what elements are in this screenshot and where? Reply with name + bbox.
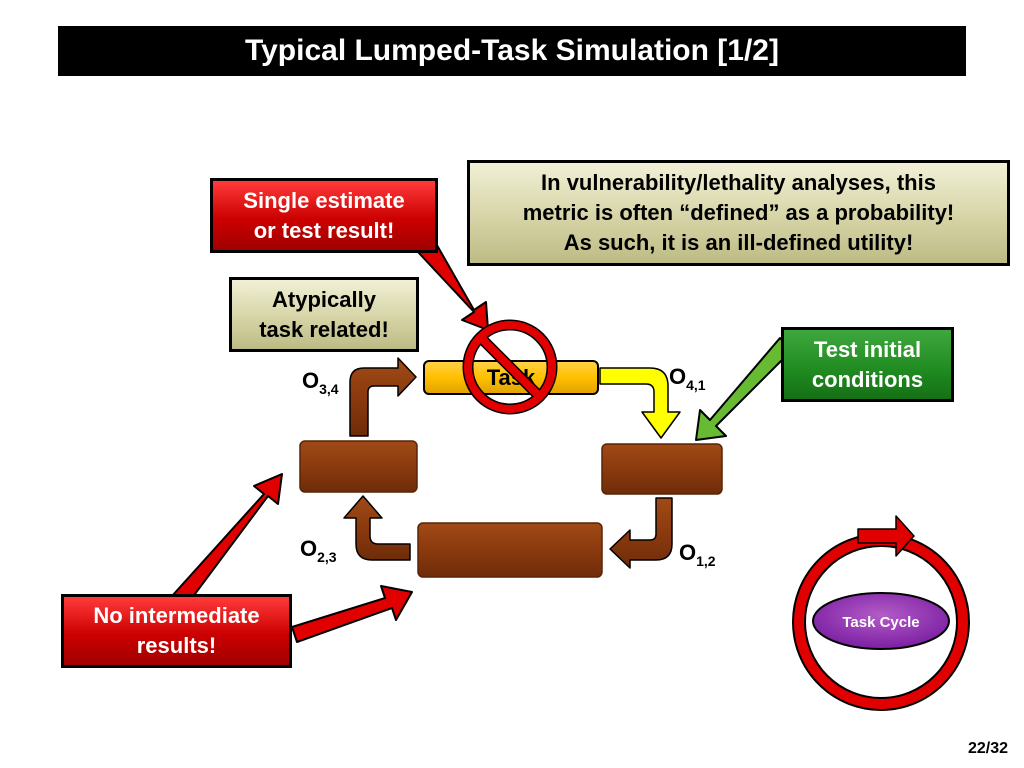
state-box-left bbox=[299, 440, 418, 493]
task-cycle-label: Task Cycle bbox=[842, 614, 919, 631]
callout-atypically: Atypically task related! bbox=[229, 277, 419, 352]
green-arrow-to-state bbox=[695, 337, 793, 441]
callout-vulnerability-note: In vulnerability/lethality analyses, thi… bbox=[467, 160, 1010, 266]
brown-arrow-o23 bbox=[343, 495, 411, 561]
page-number: 22/32 bbox=[967, 740, 1008, 757]
red-arrow-to-bottom-state bbox=[291, 585, 413, 643]
callout-test-initial: Test initial conditions bbox=[781, 327, 954, 402]
op-label-o12: O1,2 bbox=[679, 540, 716, 569]
op-label-o34-sub: 3,4 bbox=[319, 381, 339, 397]
red-arrow-to-task bbox=[417, 239, 489, 331]
op-label-o41: O4,1 bbox=[669, 364, 706, 393]
state-box-bottom bbox=[417, 522, 603, 578]
yellow-arrow-o41 bbox=[599, 367, 681, 439]
prohibition-sign-icon bbox=[462, 319, 558, 415]
op-label-o12-base: O bbox=[679, 540, 697, 565]
op-label-o34: O3,4 bbox=[302, 368, 339, 397]
task-cycle-oval bbox=[812, 592, 950, 650]
red-arrow-to-left-state bbox=[171, 473, 283, 607]
op-label-o34-base: O bbox=[302, 368, 320, 393]
callout-single-estimate: Single estimate or test result! bbox=[210, 178, 438, 253]
state-box-right bbox=[601, 443, 723, 495]
op-label-o41-sub: 4,1 bbox=[686, 377, 706, 393]
callout-no-intermediate: No intermediate results! bbox=[61, 594, 292, 668]
op-label-o23: O2,3 bbox=[300, 536, 337, 565]
brown-arrow-o34 bbox=[349, 357, 417, 437]
task-cycle-ring-icon bbox=[792, 515, 970, 711]
brown-arrow-o12 bbox=[609, 497, 673, 569]
op-label-o12-sub: 1,2 bbox=[696, 553, 716, 569]
slide-title: Typical Lumped-Task Simulation [1/2] bbox=[58, 26, 966, 76]
op-label-o23-sub: 2,3 bbox=[317, 549, 337, 565]
op-label-o23-base: O bbox=[300, 536, 318, 561]
op-label-o41-base: O bbox=[669, 364, 687, 389]
